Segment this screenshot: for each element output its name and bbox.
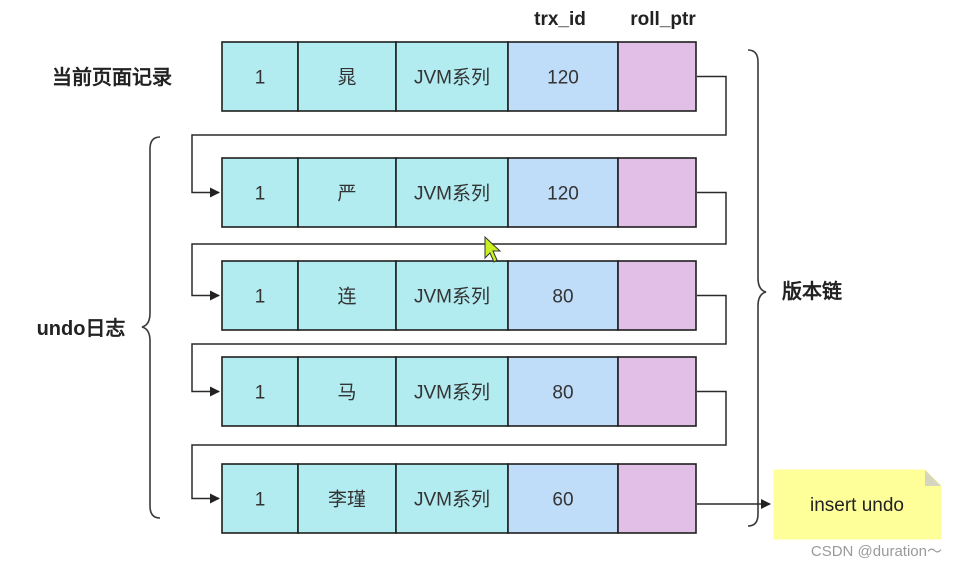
roll-ptr-cell xyxy=(617,260,697,331)
id-cell-text: 1 xyxy=(255,287,266,308)
desc-cell xyxy=(395,41,509,112)
name-cell xyxy=(297,463,397,534)
desc-cell-text: JVM系列 xyxy=(414,382,490,404)
name-cell-text: 严 xyxy=(337,184,356,205)
id-cell xyxy=(221,260,299,331)
id-cell-text: 1 xyxy=(255,383,266,404)
trx-id-cell-text: 120 xyxy=(547,68,579,89)
undo-log-brace xyxy=(141,136,161,519)
name-cell xyxy=(297,41,397,112)
roll-pointer-arrow xyxy=(191,191,727,301)
insert-undo-text: insert undo xyxy=(810,495,904,516)
roll-pointer-connectors xyxy=(191,75,727,504)
roll-ptr-cell xyxy=(617,463,697,534)
roll-pointer-arrow xyxy=(191,294,727,397)
id-cell xyxy=(221,356,299,427)
undo-record-row: 1 严 JVM系列 120 xyxy=(221,157,697,228)
version-chain-label: 版本链 xyxy=(782,279,843,303)
trx-id-cell-text: 80 xyxy=(552,287,573,308)
record-rows: 1 晁 JVM系列 120 1 严 JVM系列 120 1 连 JVM系列 80 1 马 JVM系列 80 1 李… xyxy=(221,41,697,534)
desc-cell xyxy=(395,260,509,331)
trx-id-cell xyxy=(507,41,619,112)
undo-log-label: undo日志 xyxy=(37,317,126,340)
desc-cell-text: JVM系列 xyxy=(414,67,490,89)
trx-id-cell xyxy=(507,260,619,331)
version-chain-brace xyxy=(747,49,767,527)
trx-id-header: trx_id xyxy=(534,9,586,30)
desc-cell-text: JVM系列 xyxy=(414,183,490,205)
undo-record-row: 1 李瑾 JVM系列 60 xyxy=(221,463,697,534)
trx-id-cell-text: 80 xyxy=(552,383,573,404)
id-cell-text: 1 xyxy=(255,68,266,89)
id-cell-text: 1 xyxy=(255,184,266,205)
watermark: CSDN @duration～ xyxy=(811,543,942,560)
mouse-cursor-icon xyxy=(484,235,502,263)
roll-ptr-cell xyxy=(617,41,697,112)
name-cell xyxy=(297,260,397,331)
roll-ptr-header: roll_ptr xyxy=(630,9,696,30)
trx-id-cell-text: 120 xyxy=(547,184,579,205)
undo-record-row: 1 连 JVM系列 80 xyxy=(221,260,697,331)
name-cell-text: 李瑾 xyxy=(328,489,366,511)
name-cell-text: 马 xyxy=(337,383,356,404)
name-cell xyxy=(297,356,397,427)
desc-cell-text: JVM系列 xyxy=(414,489,490,511)
undo-record-row: 1 马 JVM系列 80 xyxy=(221,356,697,427)
name-cell-text: 连 xyxy=(337,286,356,308)
roll-pointer-arrow xyxy=(191,75,727,198)
roll-pointer-arrow xyxy=(191,390,727,504)
insert-undo-note: insert undo xyxy=(773,469,942,540)
trx-id-cell-text: 60 xyxy=(552,490,573,511)
name-cell xyxy=(297,157,397,228)
current-record-label: 当前页面记录 xyxy=(52,65,172,89)
trx-id-cell xyxy=(507,463,619,534)
id-cell-text: 1 xyxy=(255,490,266,511)
desc-cell-text: JVM系列 xyxy=(414,286,490,308)
id-cell xyxy=(221,41,299,112)
name-cell-text: 晁 xyxy=(337,67,356,89)
desc-cell xyxy=(395,463,509,534)
current-record-row: 1 晁 JVM系列 120 xyxy=(221,41,697,112)
roll-ptr-cell xyxy=(617,356,697,427)
roll-ptr-cell xyxy=(617,157,697,228)
